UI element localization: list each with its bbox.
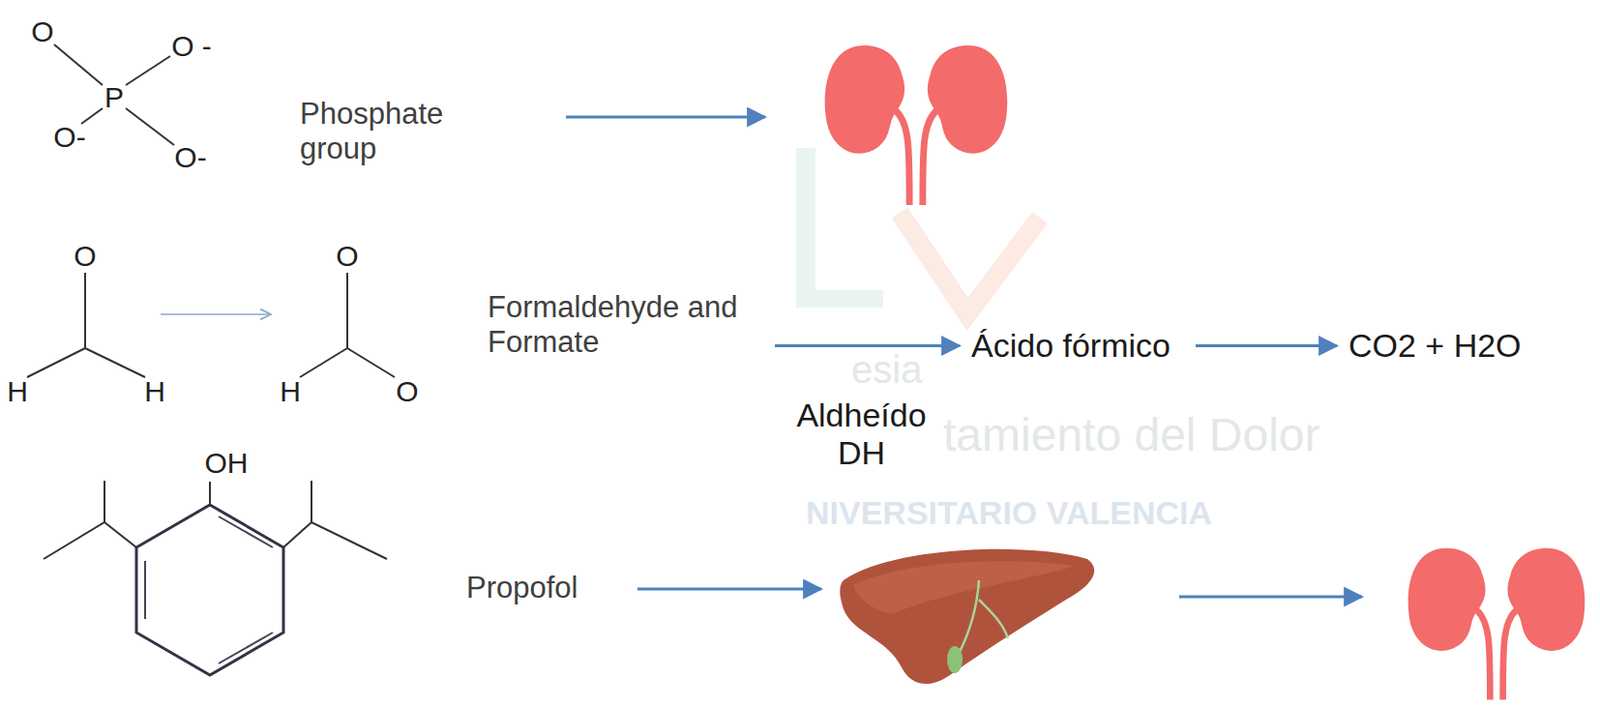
atom-label: P: [104, 81, 124, 114]
edge-label: Aldheído DH: [781, 396, 943, 473]
watermark-text: esia: [851, 348, 922, 391]
atom-label: O-: [174, 141, 207, 174]
atom-label: O: [30, 15, 54, 48]
atom-label: O-: [53, 120, 86, 153]
flow-arrow: [637, 588, 822, 592]
propofol-structure: [43, 480, 387, 676]
flow-arrow: [1179, 595, 1363, 599]
text-node: Propofol: [462, 568, 582, 608]
node-text: CO2 + H2O: [1348, 326, 1522, 365]
flow-arrow: [1195, 344, 1337, 348]
atom-label: O -: [171, 29, 212, 62]
node-text: Formaldehyde and Formate: [487, 290, 742, 359]
atom-label: O: [335, 239, 358, 272]
reaction-arrow: [160, 313, 271, 316]
atom-label: O: [73, 239, 96, 272]
text-node: Formaldehyde and Formate: [483, 288, 746, 361]
flow-arrow: [774, 344, 960, 348]
watermark-logo: [796, 148, 1040, 315]
node-text: Propofol: [466, 570, 578, 606]
kidney-icon: [1408, 548, 1586, 701]
text-node: Phosphate group: [296, 94, 452, 168]
watermark-text: tamiento del Dolor: [943, 410, 1321, 462]
node-text: Phosphate group: [299, 96, 448, 166]
atom-label: H: [279, 375, 301, 408]
node-text: Ácido fórmico: [971, 326, 1171, 365]
atom-label: H: [144, 375, 166, 408]
kidney-icon: [825, 45, 1008, 206]
watermark-text: NIVERSITARIO VALENCIA: [805, 495, 1213, 532]
text-node: Ácido fórmico: [967, 325, 1175, 367]
text-node: CO2 + H2O: [1344, 325, 1526, 367]
atom-label: O: [395, 375, 418, 408]
formaldehyde-bonds: [27, 272, 395, 378]
flow-arrow: [565, 116, 766, 119]
atom-label: OH: [205, 446, 249, 479]
liver-icon: [839, 549, 1095, 684]
atom-label: H: [6, 375, 29, 408]
